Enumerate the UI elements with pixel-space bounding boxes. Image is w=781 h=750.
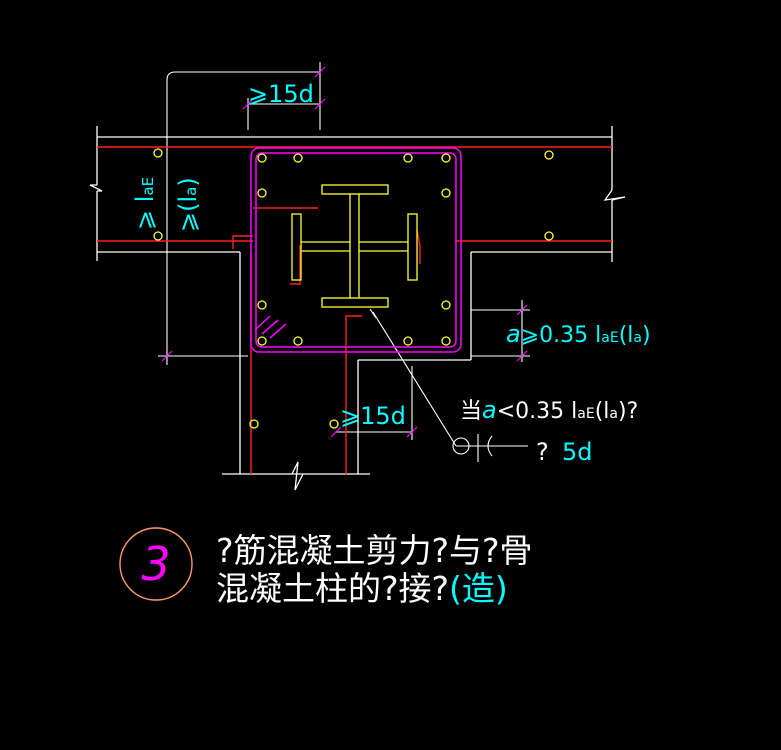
note-a-symbol: a [482,396,497,424]
weld-length-label: 5d [562,438,593,466]
dimension-lines [158,62,530,462]
note-rule: <0.35 l [497,399,578,424]
right-rule-la: (l [619,323,634,348]
note-la-sub: a [609,406,618,422]
title-number-circle [119,527,193,601]
rebar-dots [153,148,554,429]
right-rule-close: ) [642,323,651,348]
right-a-rule-label: a⩾0.35 laE(la) [506,320,651,348]
svg-text:⩾ laE: ⩾ laE [131,177,159,230]
wall-outline [89,126,626,491]
steel-cross-section [291,184,418,308]
weld-note-condition: 当a<0.35 laE(la)? [460,396,638,424]
column-stirrups [250,147,462,353]
title-number: 3 [141,537,170,591]
note-la: (l [595,399,610,424]
left-la-main: ⩾(l [174,196,202,232]
wall-rebar [97,146,612,474]
note-rule-sub: aE [577,406,594,422]
left-la-close: ) [174,177,202,186]
title-line-1: ?筋混凝土剪力?与?骨 [216,531,533,570]
tick-marks [161,66,528,438]
svg-text:⩾(la): ⩾(la) [174,177,202,232]
weld-question-mark: ? [536,438,549,466]
right-rule-main: ⩾0.35 l [521,323,602,348]
right-rule-sub: aE [601,330,618,346]
title-line-2-main: 混凝土柱的?接? [216,569,449,608]
left-laE-sub: aE [139,177,157,196]
bottom-anchor-label: ⩾15d [340,402,406,430]
right-rule-la-sub: a [633,330,642,346]
left-laE-label: ⩾ laE [131,177,159,230]
right-a-symbol: a [506,320,521,348]
left-la-sub: a [182,187,200,196]
left-la-label: ⩾(la) [174,177,202,232]
note-prefix: 当 [460,399,482,424]
top-anchor-label: ⩾15d [248,80,314,108]
note-close: )? [618,399,638,424]
title-line-2-tail: (造) [449,569,508,608]
left-laE-main: ⩾ l [131,196,159,230]
title-line-2: 混凝土柱的?接?(造) [216,569,508,608]
